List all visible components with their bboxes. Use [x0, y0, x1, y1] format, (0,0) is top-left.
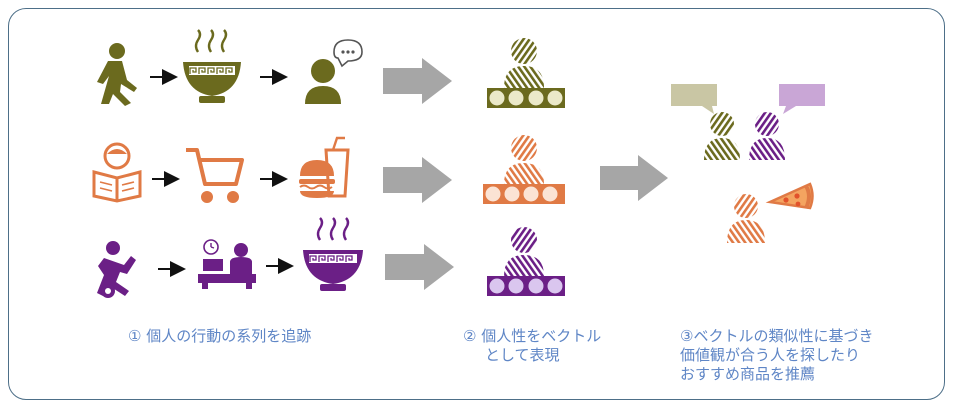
step2-caption-line2: として表現	[485, 346, 560, 364]
walking-person-icon	[97, 43, 137, 106]
soccer-player-icon	[97, 241, 136, 298]
step3-caption: ③ベクトルの類似性に基づき 価値観が合う人を探したり おすすめ商品を推薦	[680, 327, 873, 384]
ramen-bowl-icon	[183, 29, 241, 103]
step3-caption-line3: おすすめ商品を推薦	[680, 365, 816, 383]
step2-caption-line1: ② 個人性をベクトル	[463, 327, 602, 345]
olive-person-bubble	[671, 84, 740, 160]
big-gray-arrow	[383, 157, 452, 203]
orange-person-pizza	[727, 182, 814, 243]
step1-caption: ① 個人の行動の系列を追跡	[128, 327, 311, 346]
olive-vector-person	[487, 38, 565, 108]
big-gray-arrow-to-results	[600, 155, 668, 201]
step3-caption-line2: 価値観が合う人を探したり	[680, 346, 861, 364]
burger-drink-icon	[299, 136, 350, 198]
ramen-bowl-icon	[303, 217, 363, 291]
purple-person-bubble	[749, 84, 825, 160]
purple-vector-person	[487, 227, 565, 296]
step1-caption-line: ① 個人の行動の系列を追跡	[128, 327, 312, 345]
big-gray-arrow	[383, 58, 452, 104]
step3-caption-line1: ③ベクトルの類似性に基づき	[680, 327, 874, 345]
speaking-person-icon	[305, 39, 363, 104]
step2-caption: ② 個人性をベクトル として表現	[463, 327, 601, 365]
shopping-cart-icon	[186, 148, 244, 203]
office-worker-icon	[198, 239, 256, 289]
reading-person-icon	[92, 142, 142, 203]
big-gray-arrow	[385, 244, 454, 290]
orange-vector-person	[483, 135, 565, 204]
pizza-slice-icon	[765, 182, 814, 210]
